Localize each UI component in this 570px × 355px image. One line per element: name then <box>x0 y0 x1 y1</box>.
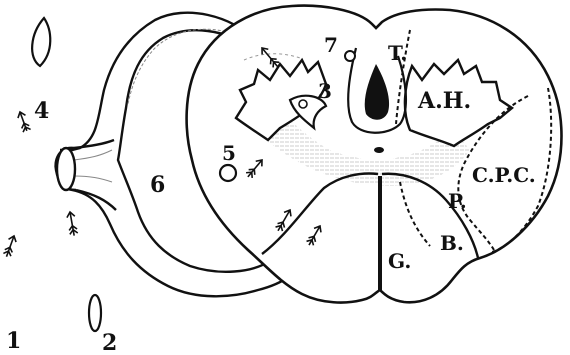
label-3: 3 <box>318 79 332 103</box>
root-to-cord-upper <box>74 140 114 148</box>
label-2: 2 <box>102 330 117 355</box>
label-5: 5 <box>222 141 236 165</box>
arrow-icon <box>66 211 78 236</box>
label-7: 7 <box>324 33 338 57</box>
seed-shape-bottom <box>89 295 101 331</box>
spinal-cord-outline <box>187 6 562 303</box>
label-cpc: C.P.C. <box>472 163 536 187</box>
root-fiber-line-2 <box>74 150 112 160</box>
root-cut-face <box>57 148 75 190</box>
label-ah: A.H. <box>417 88 471 114</box>
label-b: B. <box>440 231 464 255</box>
label-g: G. <box>388 249 411 273</box>
label-4: 4 <box>34 98 49 124</box>
central-canal <box>374 147 384 153</box>
label-1: 1 <box>6 328 21 354</box>
label-t: T. <box>388 41 407 65</box>
vessel-5 <box>220 165 236 181</box>
structure-3-dot <box>299 100 307 108</box>
seed-shape-top <box>32 18 50 66</box>
root-fiber-line-3 <box>74 176 112 182</box>
arrow-icon <box>16 111 30 133</box>
arrow-icon <box>3 235 18 258</box>
vessel-7 <box>345 51 355 61</box>
label-p: P. <box>448 189 467 213</box>
label-6: 6 <box>150 172 165 198</box>
